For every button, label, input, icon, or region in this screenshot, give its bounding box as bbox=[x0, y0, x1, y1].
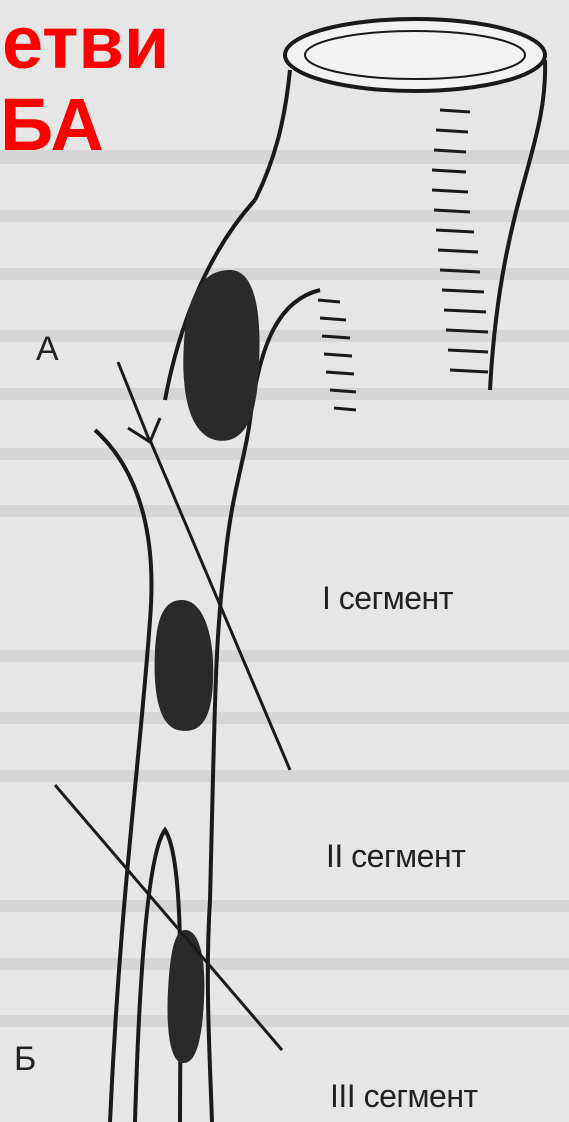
segment-2-label: II сегмент bbox=[326, 838, 465, 875]
occlusion-segment-3 bbox=[168, 930, 205, 1063]
title-line-2: БА bbox=[0, 88, 104, 162]
segment-1-label: I сегмент bbox=[322, 580, 453, 617]
occlusion-origin bbox=[183, 270, 259, 441]
segment-3-label: III сегмент bbox=[330, 1078, 478, 1115]
label-a: А bbox=[36, 330, 59, 369]
title-line-1: етви bbox=[2, 6, 169, 80]
occlusion-segment-1 bbox=[155, 600, 214, 731]
label-b: Б bbox=[14, 1040, 36, 1079]
arrow-a bbox=[118, 362, 160, 442]
background-texture bbox=[0, 150, 569, 1027]
